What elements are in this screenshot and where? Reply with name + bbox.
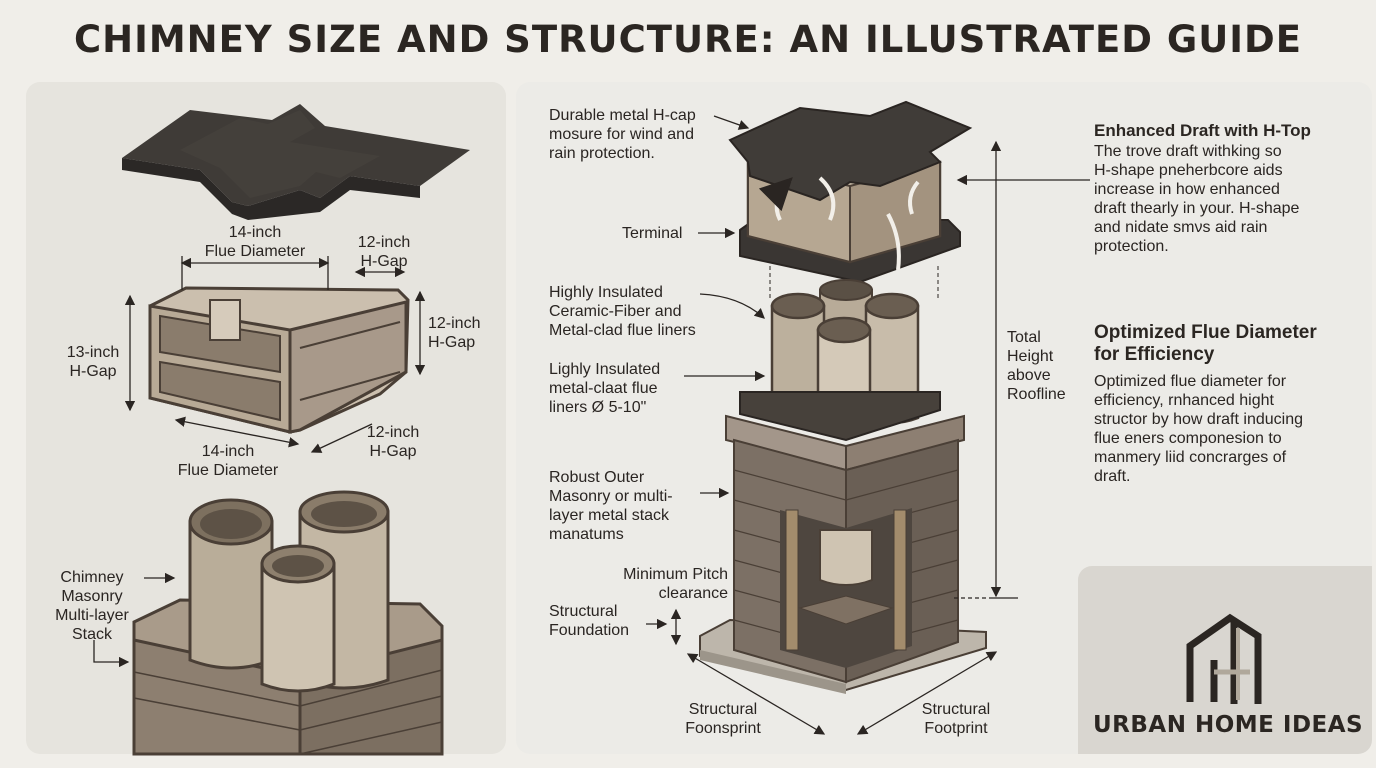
left-top-flue-diameter-label: 14-inch Flue Diameter xyxy=(204,224,306,260)
page-title: CHIMNEY SIZE AND STRUCTURE: AN ILLUSTRAT… xyxy=(73,18,1303,61)
brand-name: URBAN HOME IDEAS xyxy=(1093,712,1364,738)
brand-card xyxy=(1078,566,1372,754)
structural-footprint-left-label: Structural Foonsprint xyxy=(685,701,761,737)
left-right-h-gap-label: 12-inch H-Gap xyxy=(428,315,481,351)
right-annotation-arrows xyxy=(646,115,1090,735)
minimum-pitch-label: Minimum Pitch clearance xyxy=(623,566,728,602)
flue-diameter-heading: Optimized Flue Diameter for Efficiency xyxy=(1094,322,1317,365)
terminal-label: Terminal xyxy=(622,225,683,242)
highly-insulated-liners-label: Highly Insulated Ceramic-Fiber and Metal… xyxy=(549,284,696,339)
lightly-insulated-liners-label: Lighly Insulated metal-claat flue liners… xyxy=(549,361,661,416)
house-h-logo-icon xyxy=(1186,613,1262,704)
outer-masonry-label: Robust Outer Masonry or multi- layer met… xyxy=(549,469,673,543)
left-bottom-flue-diameter-label: 14-inch Flue Diameter xyxy=(177,443,279,479)
structural-footprint-right-label: Structural Footprint xyxy=(921,701,991,737)
left-chimney-stack xyxy=(132,490,444,756)
left-chimney-stack-label: Chimney Masonry Multi-layer Stack xyxy=(55,569,129,643)
masonry-stack xyxy=(699,391,987,694)
h-cap-label: Durable metal H-cap mosure for wind and … xyxy=(549,107,696,162)
structural-foundation-label: Structural Foundation xyxy=(549,603,630,639)
left-side-h-gap-label: 13-inch H-Gap xyxy=(66,344,120,380)
left-top-h-gap-label: 12-inch H-Gap xyxy=(357,234,411,270)
total-height-label: Total Height above Roofline xyxy=(1007,329,1066,403)
h-cap-plate xyxy=(122,104,470,220)
draft-heading: Enhanced Draft with H-Top xyxy=(1094,121,1311,140)
left-dimension-lines xyxy=(93,256,426,668)
flue-diameter-paragraph: Optimized flue diameter for efficiency, … xyxy=(1094,373,1303,485)
left-bottom-h-gap-label: 12-inch H-Gap xyxy=(366,424,420,460)
h-top-terminal xyxy=(728,100,973,284)
draft-paragraph: The trove draft withking so H-shape pneh… xyxy=(1094,143,1300,255)
h-frame-block xyxy=(148,286,410,434)
